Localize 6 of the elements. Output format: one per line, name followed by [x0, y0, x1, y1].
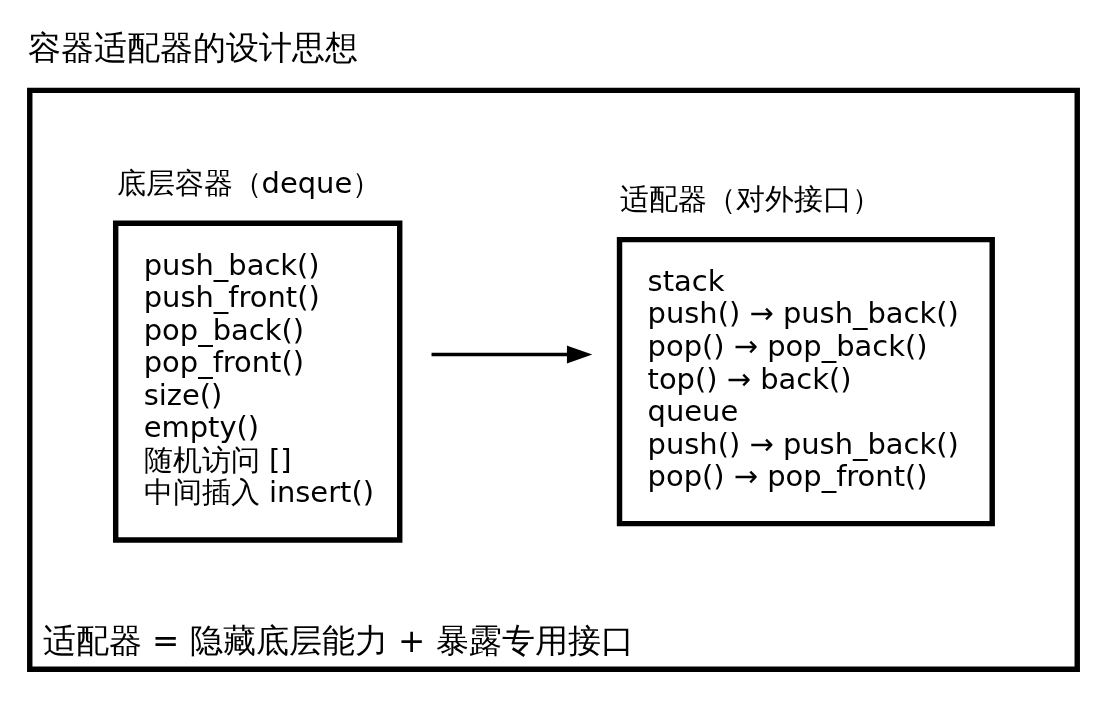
- node-label: 底层容器（deque）: [116, 165, 382, 200]
- node-box: push_back() push_front() pop_back() pop_front() size() empty() 随机访问 [] 中间插入 insert(): [112, 220, 403, 543]
- node-label: 适配器（对外接口）: [620, 181, 882, 216]
- node-box: stack push() → push_back() pop() → pop_back() top() → back() queue push() → push_back() pop() → pop_front(): [616, 236, 995, 526]
- diagram-title: 容器适配器的设计思想: [28, 28, 359, 67]
- arrow: [431, 345, 593, 363]
